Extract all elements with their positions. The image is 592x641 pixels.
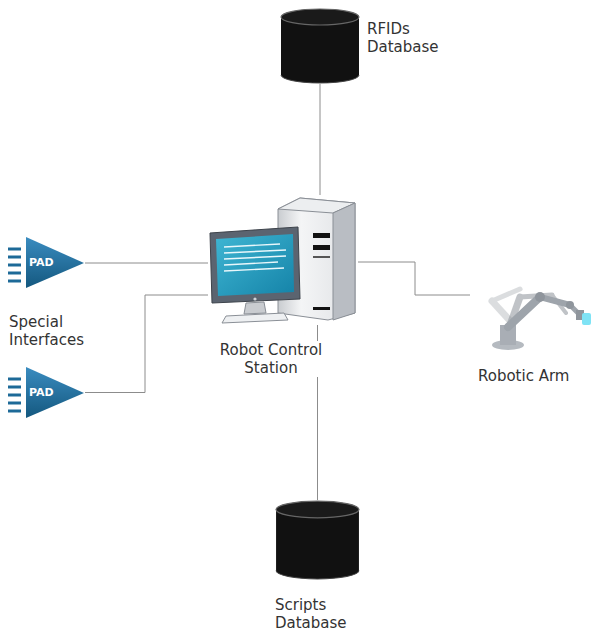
node-label: Scripts Database — [273, 596, 372, 632]
database: RFIDs Database — [280, 8, 360, 84]
group-label: Special Interfaces — [9, 313, 99, 349]
pad-interface: PAD — [8, 366, 85, 419]
connector-line — [358, 262, 470, 295]
robotic-arm: Robotic Arm — [470, 283, 592, 353]
connector-line — [320, 84, 321, 195]
pad-label: PAD — [29, 257, 54, 268]
pad-label: PAD — [29, 387, 54, 398]
node-label: RFIDs Database — [365, 20, 459, 56]
database: Scripts Database — [275, 500, 360, 580]
node-label: Robot Control Station — [194, 341, 348, 377]
database-cylinder — [275, 500, 360, 580]
node-label: Robotic Arm — [476, 367, 592, 385]
pad-interface: PAD — [8, 236, 85, 289]
computer-illustration — [208, 195, 358, 325]
control-station: Robot Control Station — [208, 195, 358, 325]
database-cylinder — [280, 8, 360, 84]
robot-arm-illustration — [470, 283, 592, 353]
connector-line — [85, 263, 208, 264]
connector-line — [85, 295, 208, 393]
